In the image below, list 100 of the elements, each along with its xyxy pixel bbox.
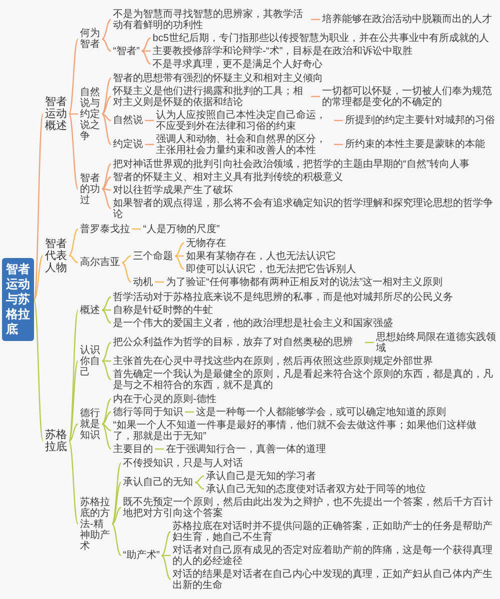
topic-label: 认识你自己: [78, 344, 102, 378]
branch-line: [161, 554, 171, 580]
branch-line: [155, 448, 164, 450]
branch-line: [334, 120, 343, 122]
topic-label: 自然说与约定说之争: [78, 86, 102, 142]
leaf-text: 主要教授修辞学和论辩学-“术”，目标是在政治和诉讼中取胜: [150, 46, 415, 56]
branch-line: [175, 255, 184, 257]
leaf-text: 所约束的本性主要是蒙昧的本能: [343, 139, 487, 150]
topic-label: 认为人应按照自己本性决定自己命运，不应受到外在法律和习俗的约束: [154, 110, 334, 132]
branch-line: [102, 360, 111, 362]
branch-line: [102, 424, 112, 450]
leaf-text: 苏格拉底在对话时并不提供问题的正确答案，正如助产士的任务是帮助产妇生育，她自己不生育: [170, 520, 498, 542]
branch-line: [102, 78, 112, 114]
leaf-text: “人是万物的尺度”: [141, 224, 222, 234]
topic-label: 约定说: [111, 139, 145, 150]
leaf-text: 对话的结果是对话者在自己内心中发现的真理，正如产妇从自己体内产生出新的生命: [170, 568, 498, 590]
topic-label: 苏格拉底的方法-精神助产术: [78, 496, 112, 552]
leaf-text: 思想始终局限在道德实践领域: [374, 332, 498, 354]
leaf-text: 不传授知识，只是与人对话: [121, 458, 245, 468]
branch-line: [102, 96, 112, 115]
topic-label: 智者的功过: [78, 172, 102, 206]
topic-label: 普罗泰戈拉: [78, 224, 132, 234]
leaf-text: 是一个伟大的爱国主义者，他的政治理想是社会主义和国家强盛: [111, 318, 395, 328]
branch-line: [102, 342, 112, 362]
branch-line: [33, 299, 44, 442]
branch-line: [145, 144, 154, 146]
branch-line: [311, 96, 320, 98]
branch-line: [311, 18, 320, 20]
branch-line: [102, 398, 112, 424]
leaf-text: 如果有某物存在，人也无法认识它: [184, 250, 338, 262]
leaf-text: 自称是针砭时弊的牛虻: [111, 304, 215, 316]
branch-line: [162, 554, 171, 556]
branch-line: [112, 506, 122, 525]
leaf-text: 如果智者的观点得逞，那么将不会有追求确定知识的哲学理解和探究理论思想的哲学争论: [111, 198, 498, 220]
topic-label: “助产术”: [121, 550, 162, 561]
leaf-text: 首先确定一个我认为是最健全的原则，凡是看起来符合这个原则的东西，都是真的，凡是与之不相符合的东西，就不是真的: [111, 368, 498, 390]
leaf-text: 对话者对自己原有成见的否定对应着助产前的阵痛，这是每一个获得真理的人的必经途径: [170, 544, 498, 566]
branch-line: [34, 255, 44, 300]
topic-label: 承认自己的无知: [121, 477, 195, 488]
branch-line: [102, 423, 112, 432]
branch-line: [102, 164, 112, 190]
leaf-text: 承认自己是无知的学习者: [204, 470, 318, 482]
branch-line: [145, 120, 154, 122]
leaf-text: 对以往哲学成果产生了破坏: [111, 184, 235, 196]
leaf-text: 内在于心灵的原则-德性: [111, 394, 218, 404]
branch-line: [68, 254, 78, 264]
topic-label: 德行就是知识: [78, 408, 102, 440]
branch-line: [102, 38, 112, 52]
branch-line: [102, 309, 111, 311]
branch-line: [155, 281, 164, 283]
branch-line: [102, 188, 112, 191]
branch-line: [334, 144, 343, 146]
branch-line: [68, 38, 78, 114]
branch-line: [141, 50, 151, 65]
topic-label: 何为智者: [78, 28, 102, 50]
leaf-text: 智者的怀疑主义、相对主义具有批判传统的积极意义: [111, 172, 345, 182]
branch-line: [68, 423, 78, 442]
branch-line: [102, 411, 112, 425]
branch-line: [102, 360, 112, 380]
leaf-text: 即使可以认识它，也无法把它告诉别人: [184, 264, 358, 274]
leaf-text: 一切都可以怀疑，一切被人们奉为规范的常理都是变化的不确定的: [320, 86, 498, 108]
branch-line: [122, 262, 132, 283]
branch-line: [122, 255, 132, 264]
leaf-text: 哲学活动对于苏格拉底来说不是纯思辨的私事，而是他对城邦所尽的公民义务: [111, 292, 455, 302]
topic-label: 把公众利益作为哲学的目标，放弃了对自然奥秘的思辨: [111, 337, 365, 348]
branch-line: [68, 310, 79, 442]
branch-line: [132, 228, 141, 230]
branch-line: [69, 113, 78, 115]
main-topic-label: 智者运动概述: [43, 96, 69, 132]
branch-line: [102, 176, 112, 190]
topic-label: 自然说: [111, 115, 145, 126]
branch-line: [68, 360, 78, 442]
topic-label: 强调人和动物、社会和自然界的区分，主张用社会力量约束和改善人的本性: [154, 134, 334, 156]
leaf-text: 为了验证“任何事物都有两种正相反对的说法”这一相对主义原则: [164, 276, 445, 288]
branch-line: [112, 482, 122, 524]
branch-line: [102, 18, 112, 40]
topic-label: 概述: [78, 304, 102, 316]
branch-line: [194, 475, 204, 484]
leaf-text: 主张首先在心灵中寻找这些内在原则，然后再依照这些原则规定外部世界: [111, 356, 435, 366]
branch-line: [33, 114, 44, 300]
branch-line: [68, 440, 78, 524]
main-topic-label: 智者代表人物: [43, 238, 69, 274]
topic-label: 怀疑主义是他们进行揭露和批判的工具；相对主义则是怀疑的依据和结论: [111, 86, 311, 108]
topic-label: 动机: [131, 276, 155, 288]
leaf-text: 无物存在: [184, 238, 228, 248]
leaf-text: 所提到的约定主要针对城邦的习俗: [343, 115, 497, 126]
topic-label: 三个命题: [131, 250, 175, 262]
root-topic-box: 智者运动与苏格拉底: [2, 258, 34, 341]
branch-line: [174, 255, 184, 270]
branch-line: [365, 342, 374, 344]
leaf-text: 既不先预定一个原则，然后由此出发为之辩护，也不先提出一个答案，然后千方百计地把对方引向这个答案: [121, 496, 498, 518]
leaf-text: 承认自己无知的态度使对话者双方处于同等的地位: [204, 484, 428, 494]
leaf-text: 把对神话世界观的批判引向社会政治领域，把哲学的主题由早期的“自然”转向人事: [111, 158, 472, 170]
branch-line: [142, 50, 151, 52]
branch-line: [141, 37, 151, 52]
topic-label: 主要目的: [111, 444, 155, 454]
leaf-text: “如果一个人不知道一件事是最好的事情，他们就不会去做这件事；如果他们这样做了，那就是出于无知”: [111, 420, 498, 442]
branch-line: [185, 411, 194, 413]
branch-line: [194, 482, 204, 490]
topic-label: 德行等同于知识: [111, 406, 185, 418]
